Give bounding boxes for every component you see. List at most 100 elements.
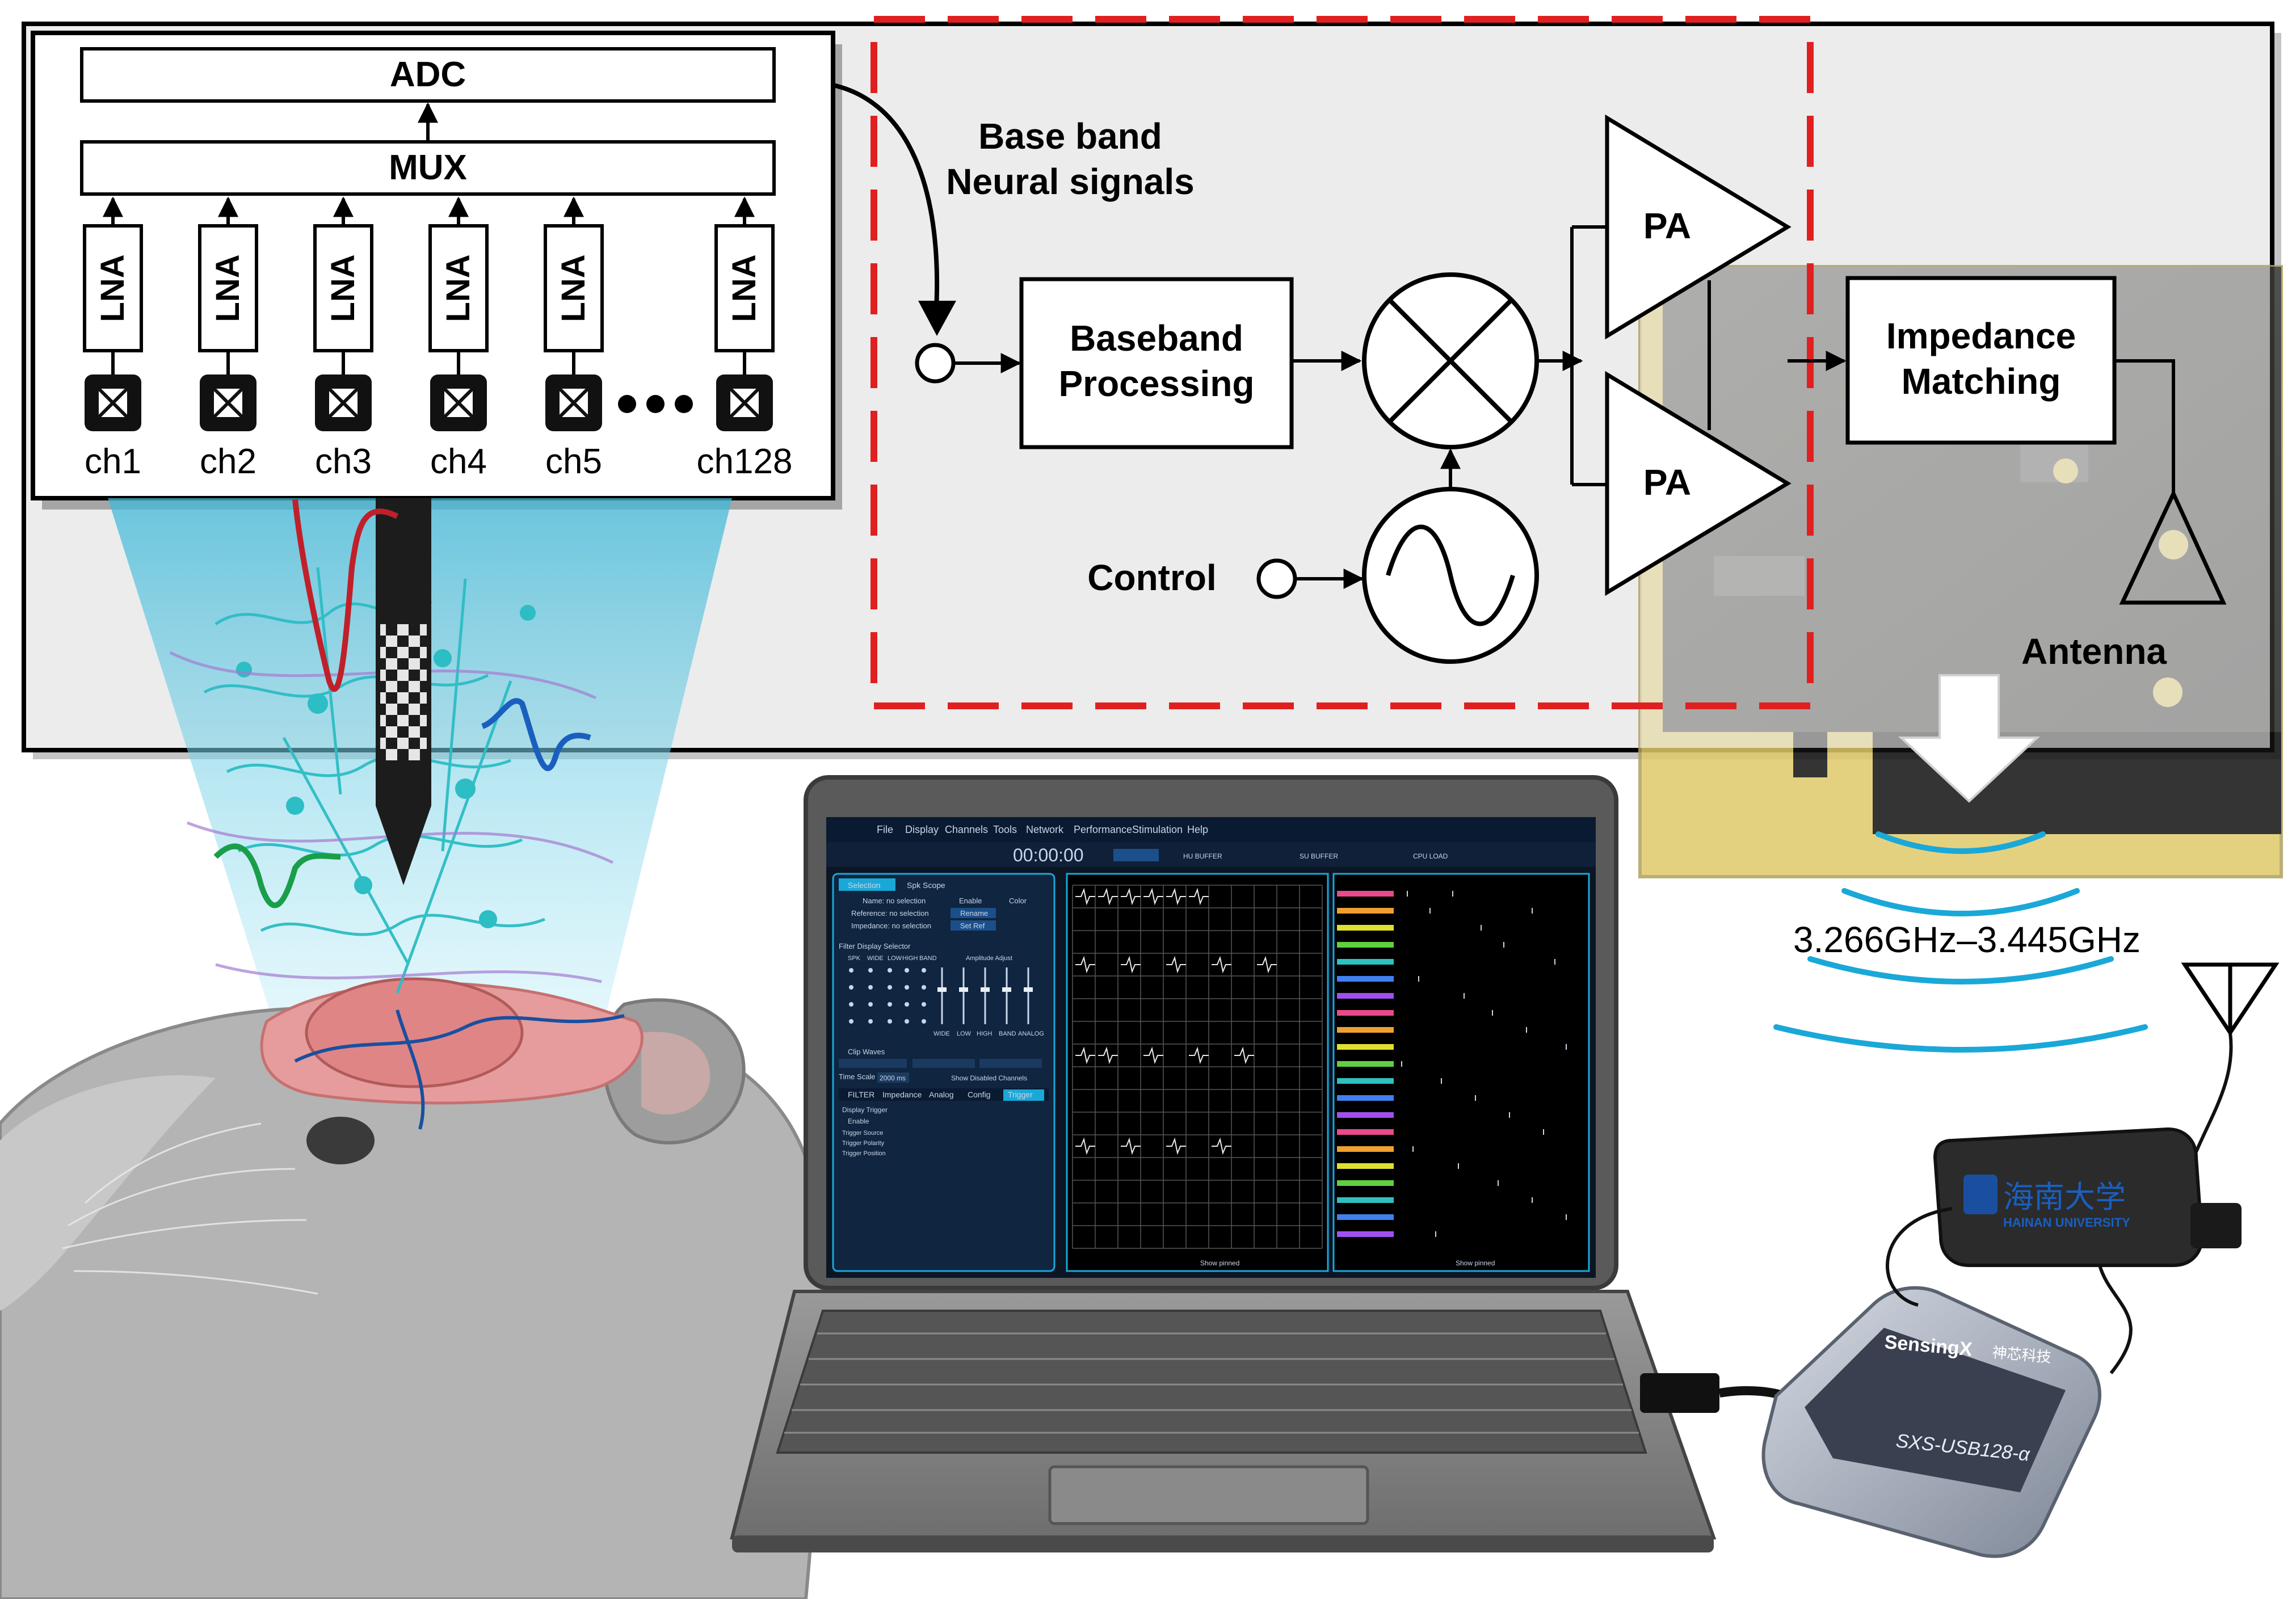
filter-matrix[interactable] <box>849 968 926 1024</box>
ellipsis-dots <box>618 395 693 413</box>
spike-waveforms <box>1075 887 1277 1155</box>
channel-color-bars <box>1337 891 1394 1237</box>
mouse-illustration <box>0 977 824 1599</box>
trigger-polarity-label: Trigger Polarity <box>842 1140 885 1147</box>
keyboard <box>776 1310 1647 1454</box>
tab-selection[interactable]: Selection <box>848 881 881 890</box>
lna-channel-4: LNA ch4 <box>428 196 489 481</box>
slider-label-wide: WIDE <box>933 1030 950 1037</box>
baseband-label-1: Baseband <box>1070 318 1243 359</box>
university-logo-en: HAINAN UNIVERSITY <box>2003 1215 2130 1230</box>
adc-output-curve <box>832 83 940 310</box>
menu-display[interactable]: Display <box>905 824 939 835</box>
adc-output-arrowhead <box>918 301 956 336</box>
lna-label: LNA <box>555 254 592 322</box>
timer-display: 00:00:00 <box>1013 845 1084 865</box>
spike-grid <box>1072 885 1323 1249</box>
blue-spike-signal <box>481 698 591 771</box>
base-band-label-2: Neural signals <box>946 161 1195 202</box>
lna-label: LNA <box>325 254 361 322</box>
adc-block <box>80 47 776 103</box>
menu-file[interactable]: File <box>877 824 893 835</box>
baseband-label-2: Processing <box>1058 363 1254 404</box>
lna-label: LNA <box>726 254 763 322</box>
usb-plug <box>1640 1373 1719 1413</box>
baseband-processing-block <box>1019 277 1294 449</box>
receiver-antenna-icon <box>2181 962 2280 1037</box>
pa-split-bus <box>1570 225 1607 486</box>
display-trigger-title: Display Trigger <box>842 1106 888 1114</box>
menu-network[interactable]: Network <box>1026 824 1064 835</box>
wireless-waves <box>1773 831 2148 1053</box>
selection-name: Name: no selection <box>863 897 926 905</box>
clip-waves-checkbox[interactable]: Clip Waves <box>848 1047 885 1056</box>
channel-label: ch4 <box>430 442 487 481</box>
menu-stimulation[interactable]: Stimulation <box>1132 824 1183 835</box>
show-pinned-right[interactable]: Show pinned <box>1456 1259 1495 1267</box>
channel-label: ch3 <box>315 442 372 481</box>
color-picker[interactable]: Color <box>1009 897 1027 905</box>
tab-config[interactable]: Config <box>968 1090 990 1099</box>
amplitude-adjust-title: Amplitude Adjust <box>966 955 1012 962</box>
impedance-matching-block <box>1845 276 2117 445</box>
lna-channel-5: LNA ch5 <box>544 196 604 481</box>
lna-channel-1: LNA ch1 <box>83 196 143 481</box>
lna-label: LNA <box>209 254 246 322</box>
slider-label-analog: ANALOG <box>1018 1030 1044 1037</box>
show-disabled-checkbox[interactable]: Show Disabled Channels <box>951 1074 1027 1082</box>
tab-impedance[interactable]: Impedance <box>882 1090 922 1099</box>
lna-channel-2: LNA ch2 <box>198 196 258 481</box>
control-panel <box>832 873 1056 1272</box>
menu-help[interactable]: Help <box>1187 824 1208 835</box>
spike-raster <box>1401 891 1567 1237</box>
input-port <box>915 343 956 384</box>
filter-col-band: BAND <box>919 955 937 962</box>
tab-trigger[interactable]: Trigger <box>1008 1090 1033 1099</box>
set-ref-button[interactable]: Set Ref <box>960 921 985 930</box>
probe-electrodes <box>380 624 427 760</box>
impedance-label-1: Impedance <box>1886 315 2076 356</box>
lna-channel-3: LNA ch3 <box>313 196 373 481</box>
filter-col-low: LOW <box>888 955 902 962</box>
pa-lower-label: PA <box>1643 462 1691 503</box>
mux-label: MUX <box>389 148 467 187</box>
tab-spk-scope[interactable]: Spk Scope <box>907 881 945 890</box>
university-logo-cn: 海南大学 <box>2003 1179 2126 1215</box>
slider-knobs[interactable] <box>937 987 1033 992</box>
antenna-icon <box>2119 489 2227 605</box>
frequency-band-label: 3.266GHz–3.445GHz <box>1793 919 2141 960</box>
rename-button[interactable]: Rename <box>960 909 988 918</box>
trigger-enable-checkbox[interactable]: Enable <box>848 1117 869 1125</box>
raster-panel <box>1332 873 1590 1272</box>
software-ui: File Display Channels Tools Network Perf… <box>826 817 1596 1272</box>
trigger-position-label: Trigger Position <box>842 1150 886 1157</box>
time-scale-input[interactable]: 2000 ms <box>880 1074 906 1082</box>
slider-label-high: HIGH <box>977 1030 993 1037</box>
channel-label: ch2 <box>200 442 256 481</box>
menu-tools[interactable]: Tools <box>993 824 1017 835</box>
lna-label: LNA <box>94 254 131 322</box>
time-scale-label: Time Scale <box>839 1072 876 1081</box>
impedance-label-2: Matching <box>1902 361 2061 402</box>
red-spike-signal <box>292 499 399 692</box>
menu-performance[interactable]: Performance <box>1074 824 1132 835</box>
neuron-bodies <box>236 605 536 928</box>
tab-filter[interactable]: FILTER <box>848 1090 874 1099</box>
menu-channels[interactable]: Channels <box>945 824 988 835</box>
keyboard-keys <box>784 1332 1639 1434</box>
status-hu-buffer: HU BUFFER <box>1183 852 1222 860</box>
show-pinned-left[interactable]: Show pinned <box>1200 1259 1239 1267</box>
rf-dongle: 海南大学 HAINAN UNIVERSITY <box>1933 1127 2242 1267</box>
control-label: Control <box>1087 557 1217 598</box>
green-spike-signal <box>213 843 341 908</box>
amplitude-sliders[interactable] <box>941 967 1029 1024</box>
tab-analog[interactable]: Analog <box>929 1090 954 1099</box>
base-band-label-1: Base band <box>978 116 1162 157</box>
enable-checkbox[interactable]: Enable <box>959 897 982 905</box>
filter-col-spk: SPK <box>848 955 861 962</box>
filter-selector-title: Filter Display Selector <box>839 942 911 950</box>
blood-vessels <box>294 1009 625 1130</box>
trigger-source-label: Trigger Source <box>842 1130 883 1137</box>
pa-upper-label: PA <box>1643 205 1691 246</box>
